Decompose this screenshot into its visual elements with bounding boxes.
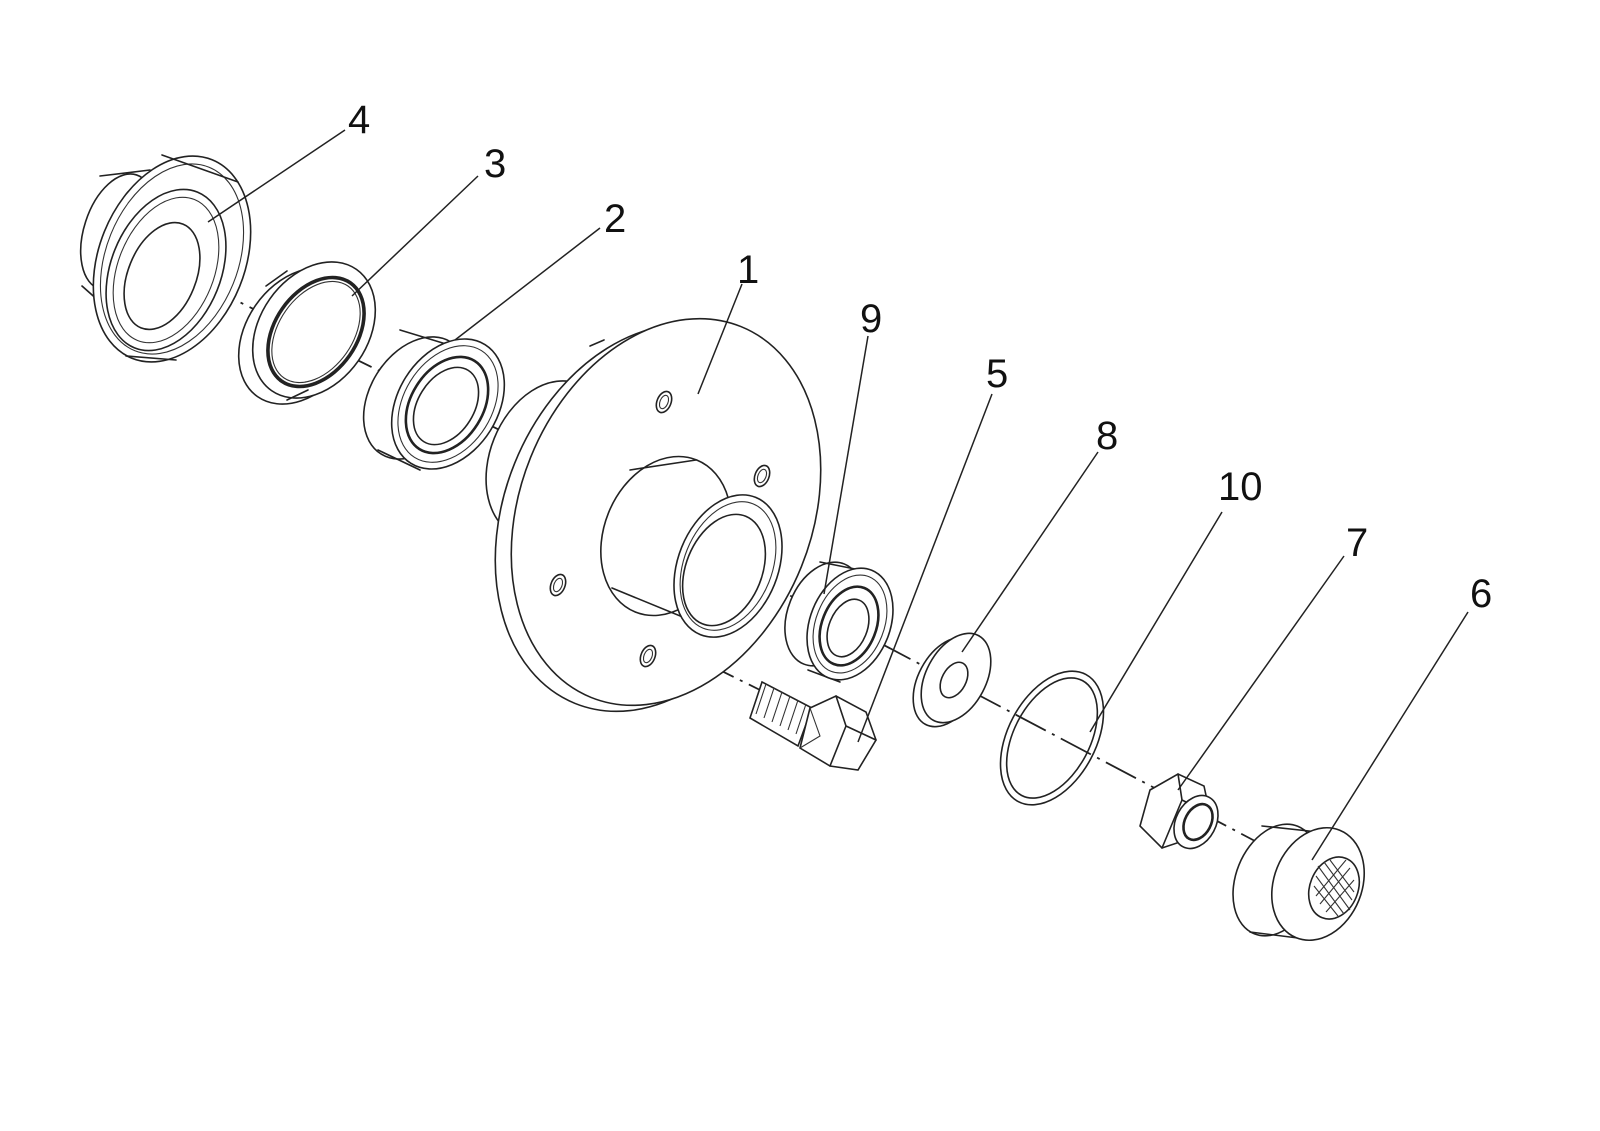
- callout-6: 6: [1470, 572, 1492, 616]
- callout-labels: 1 2 3 4 5 6 7 8 9 10: [348, 98, 1492, 616]
- callout-10: 10: [1218, 465, 1263, 509]
- callout-3: 3: [484, 142, 506, 186]
- leader-9: [823, 335, 869, 595]
- part-10-o-ring: [999, 670, 1105, 806]
- callout-5: 5: [986, 352, 1008, 396]
- leader-6: [1311, 611, 1469, 861]
- callout-2: 2: [604, 197, 626, 241]
- callout-4: 4: [348, 98, 370, 142]
- callout-8: 8: [1096, 414, 1118, 458]
- part-9-small-bearing: [784, 561, 894, 683]
- leader-10: [1089, 511, 1223, 733]
- leader-7: [1177, 555, 1345, 791]
- callout-1: 1: [737, 248, 759, 292]
- part-7-lock-nut: [1139, 773, 1219, 850]
- part-6-hub-cap: [1232, 823, 1366, 942]
- part-2-bearing: [362, 329, 506, 471]
- leader-2: [454, 227, 601, 341]
- leader-3: [351, 175, 479, 297]
- leader-1: [697, 283, 743, 395]
- part-8-washer: [912, 632, 992, 728]
- part-5-wheel-bolt: [749, 680, 877, 771]
- part-4-flange-seal: [79, 154, 252, 363]
- leader-5: [857, 393, 993, 743]
- hub-cap-texture: [1313, 859, 1355, 917]
- leader-8: [961, 451, 1099, 653]
- part-3-oil-seal: [237, 261, 377, 405]
- leader-lines: [207, 129, 1469, 861]
- callout-7: 7: [1346, 521, 1368, 565]
- leader-4: [207, 129, 346, 223]
- part-1-wheel-hub: [485, 317, 822, 713]
- callout-9: 9: [860, 297, 882, 341]
